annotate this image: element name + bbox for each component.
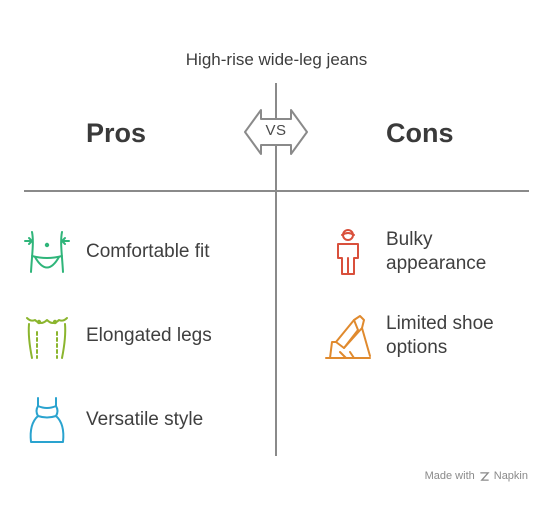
vs-label: VS <box>265 122 287 139</box>
made-with-napkin-badge: Made with Napkin <box>425 470 528 482</box>
pros-item-elongated-legs: Elongated legs <box>86 325 212 346</box>
cons-item-bulky-appearance: Bulky appearance <box>386 229 487 274</box>
pros-item-versatile-style: Versatile style <box>86 409 204 430</box>
diagram-title: High-rise wide-leg jeans <box>185 50 368 69</box>
cons-item-limited-shoe-options: Limited shoe options <box>386 313 494 358</box>
dress-icon <box>29 397 65 443</box>
pros-item-comfortable-fit: Comfortable fit <box>86 241 210 262</box>
pros-heading: Pros <box>86 118 147 148</box>
torso-legs-icon <box>26 317 68 359</box>
made-with-label: Made with <box>424 470 475 482</box>
napkin-logo-icon <box>479 471 490 481</box>
vs-double-arrow-icon <box>244 109 308 155</box>
horizontal-divider <box>24 190 529 192</box>
center-divider <box>275 83 277 456</box>
waist-icon <box>24 231 70 273</box>
cons-heading: Cons <box>386 118 454 148</box>
napkin-brand-label: Napkin <box>493 470 528 482</box>
person-icon <box>337 229 359 275</box>
high-heel-shoe-icon <box>325 315 371 359</box>
